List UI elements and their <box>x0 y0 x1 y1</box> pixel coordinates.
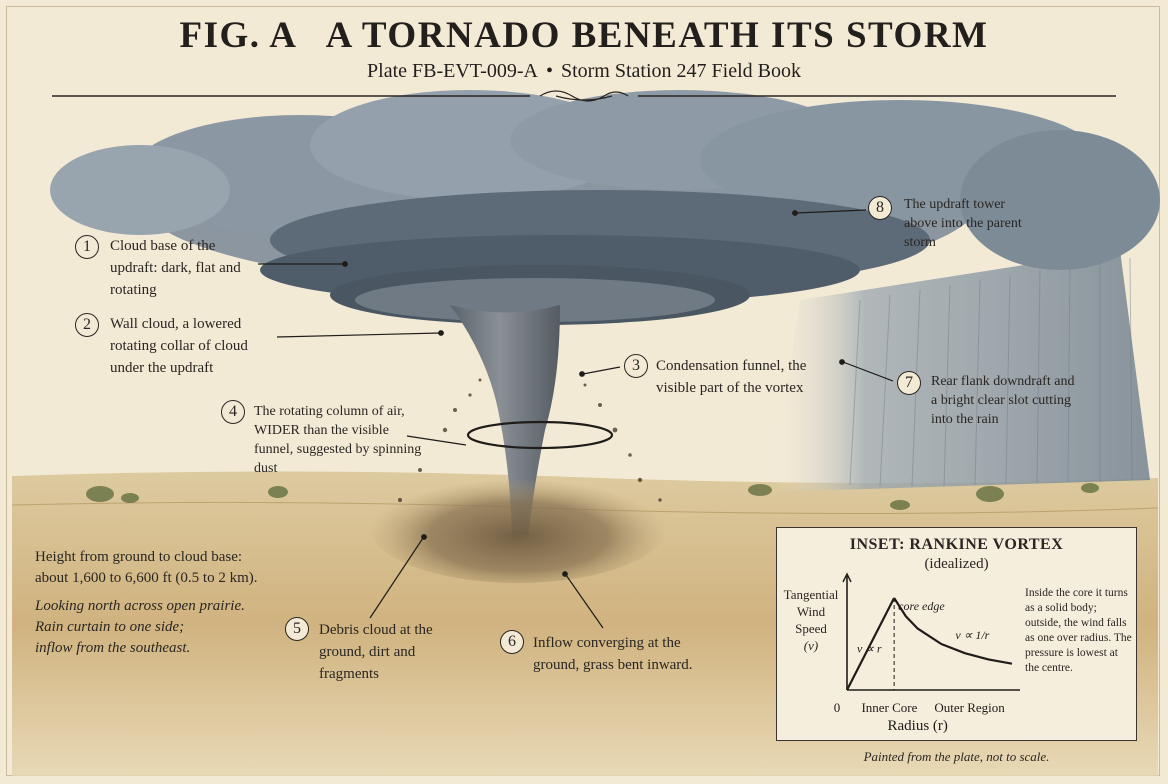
callout-label-3: Condensation funnel, the visible part of… <box>656 358 807 396</box>
subtitle-separator: • <box>545 60 553 82</box>
debris-cloud <box>368 467 668 583</box>
inset-y-axis-label: Tangential Wind Speed (v) <box>783 586 839 654</box>
x-tick-outer-region: Outer Region <box>934 700 1005 715</box>
leader-lines <box>258 209 894 629</box>
outer-law-label: v ∝ 1/r <box>955 628 989 642</box>
ornament-flourish <box>539 90 629 102</box>
storm-cloud <box>50 90 1160 325</box>
callout-label-1: Cloud base of the updraft: dark, flat an… <box>110 238 241 298</box>
callout-number-4: 4 <box>221 400 245 424</box>
callout-number-2: 2 <box>75 313 99 337</box>
x-tick-inner-core: Inner Core <box>861 700 917 715</box>
callout-number-8: 8 <box>868 196 892 220</box>
callout-number-3: 3 <box>624 354 648 378</box>
height-value: about 1,600 to 6,600 ft (0.5 to 2 km). <box>35 570 258 586</box>
height-heading: Height from ground to cloud base: <box>35 549 243 565</box>
inset-subtitle: (idealized) <box>924 556 989 572</box>
callout-label-8: The updraft tower above into the parent … <box>904 197 1022 250</box>
outer-region-curve <box>893 597 1013 665</box>
callout-number-7: 7 <box>897 371 921 395</box>
inner-law-label: v ∝ r <box>857 642 882 656</box>
callout-number-5: 5 <box>285 617 309 641</box>
callout-label-4: The rotating column of air, WIDER than t… <box>254 404 422 476</box>
view-note-3: inflow from the southeast. <box>35 640 191 656</box>
x-tick-origin: 0 <box>834 700 841 715</box>
footer-note: Painted from the plate, not to scale. <box>863 749 1050 764</box>
y-label-line-2: Wind <box>796 604 826 619</box>
view-note-1: Looking north across open prairie. <box>35 598 245 614</box>
rankine-vortex-inset: INSET: RANKINE VORTEX (idealized) Tangen… <box>776 527 1137 741</box>
plate-id: Plate FB-EVT-009-A <box>367 60 538 82</box>
inset-description: Inside the core it turns as a solid body… <box>1025 587 1132 674</box>
callout-label-7: Rear flank downdraft and a bright clear … <box>931 374 1075 427</box>
callout-number-1: 1 <box>75 235 99 259</box>
inset-title: INSET: RANKINE VORTEX <box>849 536 1064 553</box>
view-note-2: Rain curtain to one side; <box>35 619 185 635</box>
x-axis-label: Radius (r) <box>888 718 948 734</box>
inner-core-line <box>846 597 896 691</box>
figure-subtitle: Plate FB-EVT-009-A • Storm Station 247 Fie… <box>0 60 1168 83</box>
rotation-ring <box>466 420 614 450</box>
callout-label-6: Inflow converging at the ground, grass b… <box>533 635 693 673</box>
y-label-line-3: Speed <box>795 621 827 636</box>
core-edge-label: core edge <box>898 599 945 613</box>
callout-label-2: Wall cloud, a lowered rotating collar of… <box>110 316 248 376</box>
figure-title: FIG. A A TORNADO BENEATH ITS STORM <box>179 15 989 56</box>
rankine-vortex-chart: core edge v ∝ r v ∝ 1/r 0 Inner Core Outer Re… <box>834 572 1020 734</box>
y-label-line-4: (v) <box>803 638 819 653</box>
y-label-line-1: Tangential <box>783 587 839 602</box>
callout-number-6: 6 <box>500 630 524 654</box>
shrubs <box>86 483 1099 510</box>
callout-label-5: Debris cloud at the ground, dirt and fra… <box>319 622 433 682</box>
rain-curtain <box>770 250 1150 492</box>
field-book-name: Storm Station 247 Field Book <box>560 60 801 82</box>
y-axis-arrow <box>842 572 852 583</box>
